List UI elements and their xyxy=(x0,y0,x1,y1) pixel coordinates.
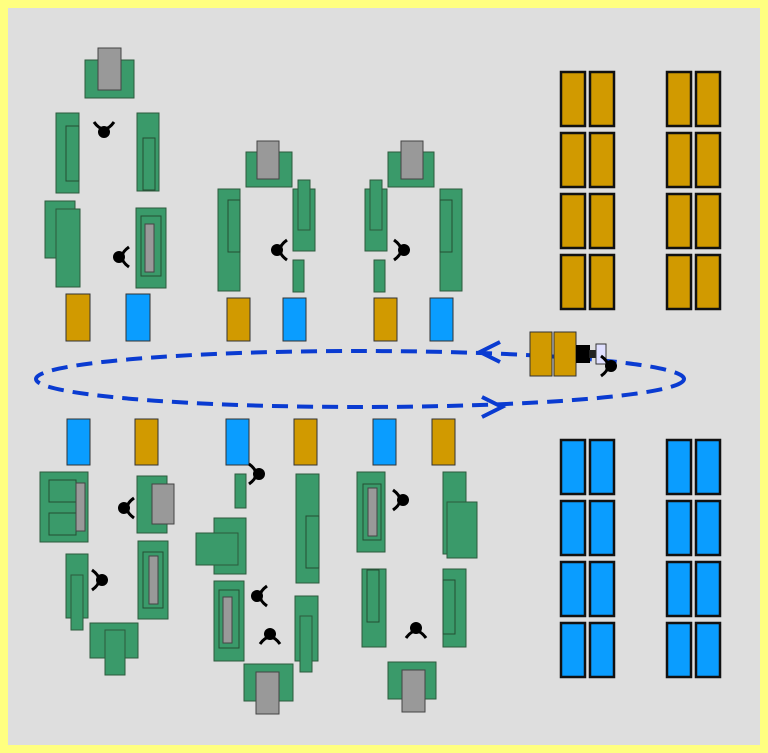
gold-rack-slot xyxy=(665,192,693,250)
blue-rack-slot xyxy=(694,438,722,496)
gold-rack-slot xyxy=(588,253,616,311)
gold-rack-slot xyxy=(694,253,722,311)
blue-rack-slot xyxy=(665,438,693,496)
lower-cell-1 xyxy=(39,418,175,676)
gold-rack-slot xyxy=(559,192,587,250)
blue-rack-slot xyxy=(588,499,616,557)
gold-rack-slot xyxy=(694,192,722,250)
blue-storage-racks xyxy=(559,438,722,679)
blue-rack-slot xyxy=(694,621,722,679)
blue-rack-slot xyxy=(665,499,693,557)
loop-route-arrow xyxy=(34,340,686,419)
tugger-vehicle-icon xyxy=(529,331,619,378)
blue-rack-slot xyxy=(694,499,722,557)
gold-rack-slot xyxy=(559,253,587,311)
blue-rack-slot xyxy=(559,560,587,618)
gold-rack-slot xyxy=(665,253,693,311)
blue-rack-slot xyxy=(559,499,587,557)
gold-rack-slot xyxy=(559,70,587,128)
blue-rack-slot xyxy=(559,621,587,679)
blue-rack-slot xyxy=(694,560,722,618)
blue-rack-slot xyxy=(588,438,616,496)
blue-rack-slot xyxy=(665,621,693,679)
blue-rack-slot xyxy=(588,621,616,679)
gold-rack-slot xyxy=(694,70,722,128)
blue-rack-slot xyxy=(559,438,587,496)
lower-cell-3 xyxy=(356,418,478,713)
gold-rack-slot xyxy=(588,192,616,250)
upper-cell-2 xyxy=(217,140,316,342)
gold-rack-slot xyxy=(665,131,693,189)
gold-rack-slot xyxy=(665,70,693,128)
upper-cell-1 xyxy=(44,47,167,342)
lower-cell-2 xyxy=(195,418,320,715)
gold-rack-slot xyxy=(588,131,616,189)
blue-rack-slot xyxy=(588,560,616,618)
gold-rack-slot xyxy=(588,70,616,128)
gold-storage-racks xyxy=(559,70,722,311)
gold-rack-slot xyxy=(694,131,722,189)
gold-rack-slot xyxy=(559,131,587,189)
upper-cell-3 xyxy=(364,140,463,342)
blue-rack-slot xyxy=(665,560,693,618)
